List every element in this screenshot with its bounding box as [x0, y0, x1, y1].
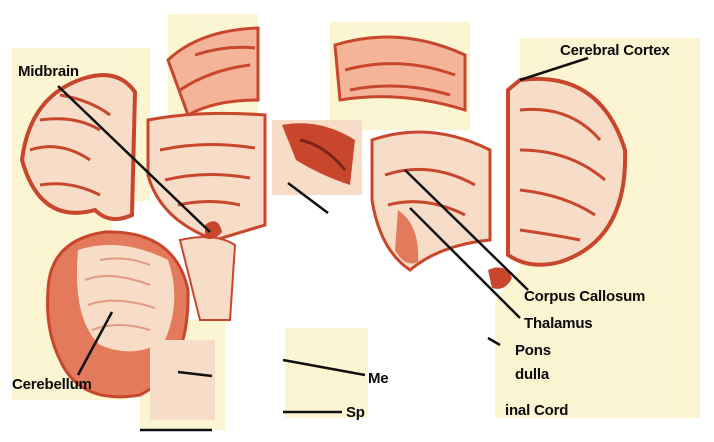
label-spinal-fragment: Sp: [346, 405, 365, 420]
label-cerebral-cortex: Cerebral Cortex: [560, 43, 670, 58]
label-medulla-fragment: Me: [368, 371, 388, 386]
label-thalamus: Thalamus: [524, 316, 592, 331]
label-midbrain: Midbrain: [18, 64, 79, 79]
label-pons: Pons: [515, 343, 551, 358]
thalamus-region: [372, 132, 490, 270]
label-medulla: dulla: [515, 367, 549, 382]
central-brain: [148, 113, 362, 240]
label-cerebellum: Cerebellum: [12, 377, 92, 392]
label-corpus-callosum: Corpus Callosum: [524, 289, 645, 304]
label-spinal-cord: inal Cord: [505, 403, 568, 418]
